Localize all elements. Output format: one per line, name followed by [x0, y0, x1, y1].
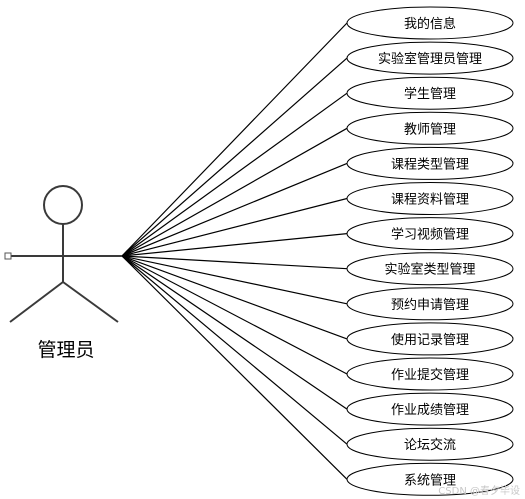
use-case-label: 实验室类型管理 — [384, 262, 475, 278]
use-case-ellipse — [346, 217, 514, 251]
association-line — [121, 255, 348, 480]
use-case-ellipse — [346, 6, 514, 40]
association-line — [121, 255, 348, 410]
association-line — [121, 57, 348, 257]
use-case-ellipse — [346, 146, 514, 180]
use-case-label: 使用记录管理 — [391, 332, 469, 348]
association-line — [121, 255, 348, 340]
actor-head — [43, 185, 83, 225]
use-case-ellipse — [346, 462, 514, 496]
use-case-ellipse — [346, 41, 514, 75]
association-line — [121, 92, 348, 257]
use-case-ellipse — [346, 322, 514, 356]
association-line — [121, 255, 348, 305]
use-case: 课程资料管理 — [346, 182, 514, 215]
association-line — [121, 197, 348, 257]
use-case-ellipse — [346, 111, 514, 145]
use-case: 学生管理 — [346, 76, 514, 110]
actor-arm-endpoint — [4, 252, 12, 260]
use-case: 实验室类型管理 — [346, 252, 514, 286]
association-line — [121, 255, 348, 445]
association-lines — [121, 22, 348, 480]
use-case: 学习视频管理 — [346, 217, 514, 251]
use-case: 我的信息 — [346, 6, 514, 40]
use-case-label: 作业提交管理 — [391, 367, 469, 383]
use-case-ellipse — [346, 357, 514, 391]
use-case-ellipse — [346, 182, 514, 215]
use-case-label: 学生管理 — [404, 86, 456, 102]
actor-label: 管理员 — [37, 339, 94, 361]
use-case-label: 论坛交流 — [404, 437, 456, 453]
watermark: CSDN @春夕毕设 — [438, 484, 520, 497]
association-line — [121, 233, 348, 257]
use-case-label: 作业成绩管理 — [391, 403, 469, 418]
association-line — [121, 127, 348, 257]
use-case: 作业提交管理 — [346, 357, 514, 391]
use-case-label: 教师管理 — [404, 121, 456, 137]
use-case: 系统管理 — [346, 462, 514, 496]
use-case-ellipse — [346, 427, 514, 461]
use-case: 教师管理 — [346, 111, 514, 145]
association-line — [121, 162, 348, 257]
use-case-label: 系统管理 — [404, 473, 456, 488]
use-case: 论坛交流 — [346, 427, 514, 461]
use-case-ellipse — [346, 252, 514, 286]
association-line — [121, 22, 348, 257]
association-line — [121, 255, 348, 270]
use-cases: 我的信息实验室管理员管理学生管理教师管理课程类型管理课程资料管理学习视频管理实验… — [346, 6, 514, 496]
use-case-label: 实验室管理员管理 — [378, 51, 482, 67]
use-case: 使用记录管理 — [346, 322, 514, 356]
use-case-label: 课程类型管理 — [391, 157, 469, 172]
actor-figure: 管理员 — [4, 185, 122, 361]
use-case: 实验室管理员管理 — [346, 41, 514, 75]
use-case-label: 课程资料管理 — [391, 193, 469, 208]
use-case-ellipse — [346, 287, 514, 321]
actor-right-leg — [62, 281, 119, 323]
use-case-ellipse — [346, 76, 514, 110]
use-case-ellipse — [346, 392, 514, 426]
use-case: 作业成绩管理 — [346, 392, 514, 426]
use-case: 预约申请管理 — [346, 287, 514, 321]
use-case-label: 学习视频管理 — [391, 227, 469, 243]
use-case-label: 我的信息 — [404, 16, 456, 32]
use-case-label: 预约申请管理 — [391, 298, 469, 313]
use-case: 课程类型管理 — [346, 146, 514, 180]
association-line — [121, 255, 348, 375]
actor-left-leg — [9, 281, 64, 323]
